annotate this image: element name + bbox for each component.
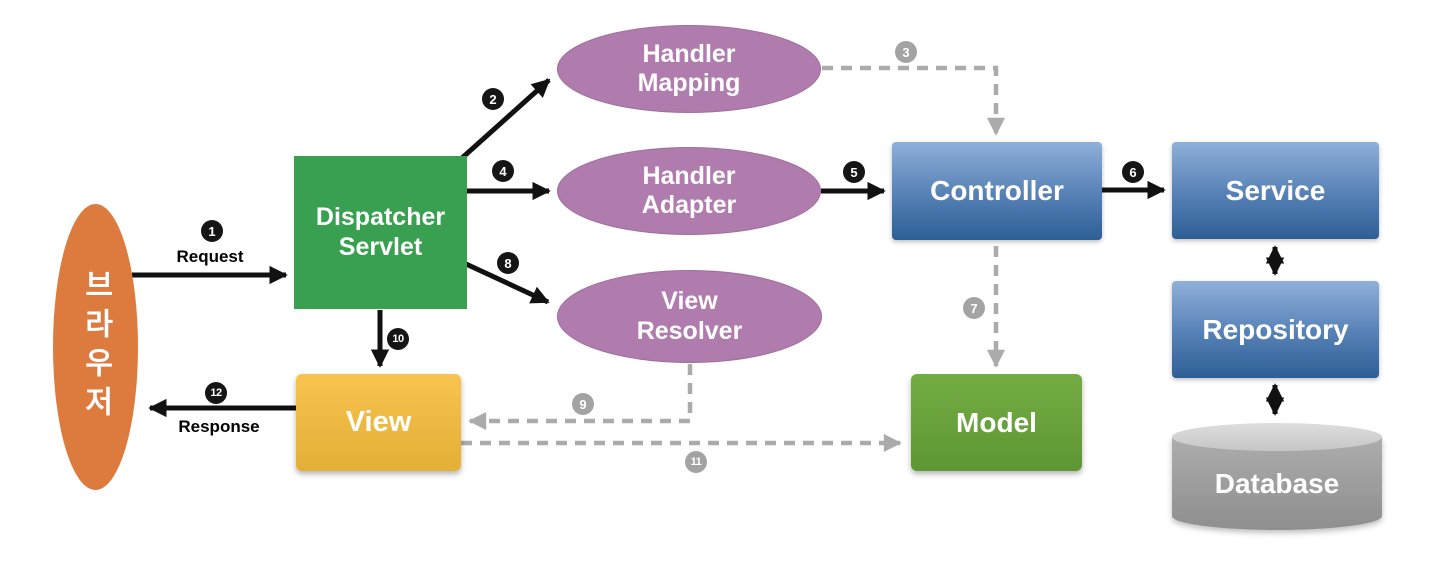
node-browser: 브라우저 xyxy=(53,204,138,490)
browser-label: 브라우저 xyxy=(79,269,113,425)
step-badge-6: 6 xyxy=(1122,161,1144,183)
node-service: Service xyxy=(1172,142,1379,239)
arrow-9-resolver-to-view xyxy=(468,364,693,431)
step-badge-10: 10 xyxy=(387,328,409,350)
request-label: Request xyxy=(176,247,244,266)
step-badge-5: 5 xyxy=(843,161,865,183)
dispatcher-label-line1: Dispatcher xyxy=(315,203,446,231)
database-label: Database xyxy=(1214,467,1340,499)
node-view-resolver: View Resolver xyxy=(557,270,822,363)
model-label: Model xyxy=(956,406,1037,438)
database-cylinder-top xyxy=(1172,423,1382,451)
service-label: Service xyxy=(1225,174,1326,206)
arrow-3-mapping-to-controller xyxy=(822,65,1006,136)
step-badge-2: 2 xyxy=(482,88,504,110)
handler-adapter-label-line1: Handler xyxy=(642,161,736,190)
node-dispatcher-servlet: Dispatcher Servlet xyxy=(294,156,467,309)
step-badge-1: 1 xyxy=(201,220,223,242)
step-badge-7: 7 xyxy=(963,297,985,319)
node-database: Database xyxy=(1172,437,1382,530)
step-badge-12: 12 xyxy=(205,382,227,404)
arrow-8-to-view-resolver xyxy=(464,261,550,305)
arrow-2-to-handler-mapping xyxy=(460,78,551,160)
node-handler-adapter: Handler Adapter xyxy=(557,147,821,235)
handler-mapping-label-line2: Mapping xyxy=(637,69,741,97)
step-badge-3: 3 xyxy=(895,41,917,63)
controller-label: Controller xyxy=(930,175,1064,207)
handler-mapping-label-line1: Handler xyxy=(642,39,736,68)
step-badge-11: 11 xyxy=(685,451,707,473)
handler-adapter-label-line2: Adapter xyxy=(641,191,737,219)
node-repository: Repository xyxy=(1172,281,1379,378)
step-badge-4: 4 xyxy=(492,160,514,182)
view-label: View xyxy=(345,406,412,439)
node-controller: Controller xyxy=(892,142,1102,240)
node-view: View xyxy=(296,374,461,471)
view-resolver-label-line1: View xyxy=(661,287,718,315)
node-model: Model xyxy=(911,374,1082,471)
step-badge-8: 8 xyxy=(497,252,519,274)
node-handler-mapping: Handler Mapping xyxy=(557,25,821,113)
response-label: Response xyxy=(178,417,260,436)
view-resolver-label-line2: Resolver xyxy=(636,316,743,345)
step-badge-9: 9 xyxy=(572,393,594,415)
repository-label: Repository xyxy=(1202,313,1349,345)
dispatcher-label-line2: Servlet xyxy=(338,232,423,261)
